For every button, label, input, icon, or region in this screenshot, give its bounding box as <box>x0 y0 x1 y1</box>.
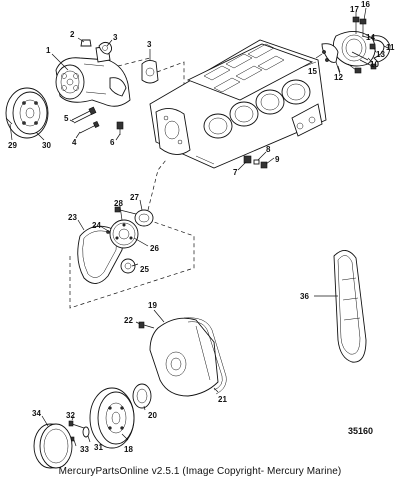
callout-13: 13 <box>376 50 385 59</box>
timing-gasket <box>183 317 227 395</box>
callout-6: 6 <box>110 138 115 147</box>
callout-1: 1 <box>46 46 51 55</box>
engine-block <box>149 39 327 169</box>
callout-7: 7 <box>233 168 238 177</box>
callout-16: 16 <box>361 0 370 9</box>
water-pump <box>55 45 131 107</box>
callout-21: 21 <box>218 395 227 404</box>
callout-labels: 1 2 3 3 4 5 6 7 8 9 10 11 12 13 14 15 16… <box>8 0 395 454</box>
callout-20: 20 <box>148 411 157 420</box>
callout-12: 12 <box>334 73 343 82</box>
copyright-footer: MercuryPartsOnline v2.5.1 (Image Copyrig… <box>58 466 342 477</box>
guide-line-timing <box>69 221 195 309</box>
callout-33: 33 <box>80 445 89 454</box>
guide-line-timing-2 <box>147 159 167 211</box>
bolt-22 <box>138 321 155 329</box>
callout-10: 10 <box>370 60 379 69</box>
callout-15: 15 <box>308 67 317 76</box>
callout-36: 36 <box>300 292 309 301</box>
callout-9: 9 <box>275 155 280 164</box>
callout-31: 31 <box>94 443 103 452</box>
guide-line-pump-2 <box>117 57 151 67</box>
callout-18: 18 <box>124 445 133 454</box>
crank-pulley <box>5 87 49 139</box>
callout-30: 30 <box>42 141 51 150</box>
callout-4: 4 <box>72 138 77 147</box>
callout-3a: 3 <box>113 33 118 42</box>
gasket-3-mid <box>141 59 159 84</box>
callout-19: 19 <box>148 301 157 310</box>
bolt-6 <box>116 121 124 135</box>
callout-34: 34 <box>32 409 41 418</box>
callout-2: 2 <box>70 30 75 39</box>
callout-25: 25 <box>140 265 149 274</box>
pulley-34 <box>33 423 73 469</box>
figure-id: 35160 <box>348 426 374 436</box>
callout-32: 32 <box>66 411 75 420</box>
callout-14: 14 <box>366 33 375 42</box>
seal-20 <box>132 383 152 409</box>
rear-seal-housing <box>321 16 391 75</box>
callout-23: 23 <box>68 213 77 222</box>
parts-7-8-9 <box>243 155 268 169</box>
balancer-18 <box>89 387 135 449</box>
leader-lines <box>9 7 389 447</box>
pump-bolts <box>71 106 100 134</box>
callout-29: 29 <box>8 141 17 150</box>
callout-24: 24 <box>92 221 101 230</box>
callout-26: 26 <box>150 244 159 253</box>
washer-bolt-31-32-33 <box>68 420 90 442</box>
callout-11: 11 <box>386 43 395 52</box>
callout-5: 5 <box>64 114 69 123</box>
drive-belt <box>333 250 367 363</box>
callout-3b: 3 <box>147 40 152 49</box>
timing-cover <box>149 317 219 397</box>
callout-28: 28 <box>114 199 123 208</box>
callout-27: 27 <box>130 193 139 202</box>
callout-17: 17 <box>350 5 359 14</box>
callout-22: 22 <box>124 316 133 325</box>
callout-8: 8 <box>266 145 271 154</box>
gasket-3-upper <box>98 41 113 55</box>
